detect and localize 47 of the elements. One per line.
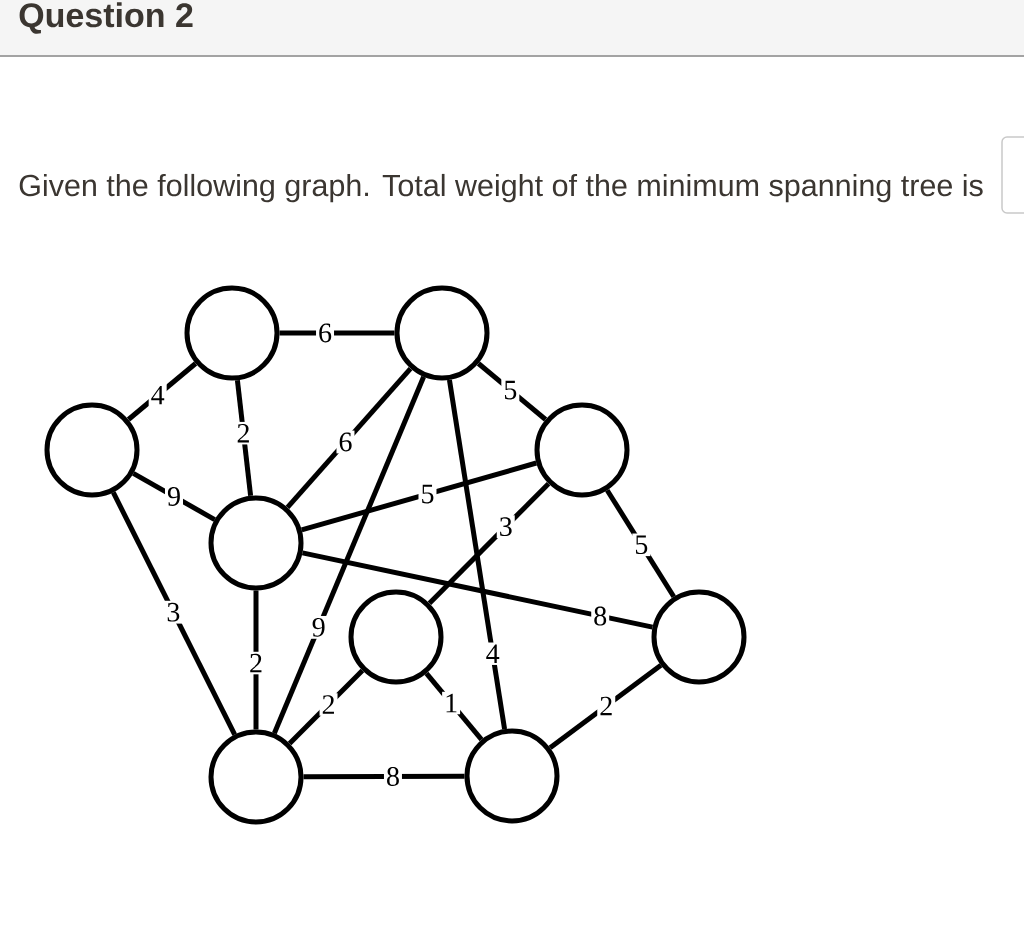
- edge-label: 3: [496, 515, 515, 539]
- edge-label: 2: [319, 693, 338, 716]
- edge-label: 6: [336, 430, 355, 454]
- edge-label: 2: [234, 421, 253, 445]
- edge-label: 8: [591, 604, 610, 628]
- edge-label: 9: [309, 615, 328, 639]
- edge-label: 2: [597, 694, 616, 718]
- edge-label: 5: [418, 482, 437, 506]
- edge-line: [253, 590, 259, 730]
- edge-label: 9: [165, 485, 183, 508]
- graph-node: [208, 729, 304, 825]
- edge-line: [301, 460, 537, 533]
- graph-node: [534, 402, 630, 498]
- graph-node: [184, 285, 280, 381]
- edge-line: [446, 379, 508, 730]
- edge-label: 2: [247, 651, 265, 675]
- edge-line: [476, 361, 548, 422]
- edge-line: [272, 375, 426, 735]
- edge-label: 5: [632, 533, 651, 557]
- edge-line: [287, 668, 365, 746]
- graph-node: [348, 589, 444, 685]
- edge-label: 5: [501, 378, 520, 402]
- edge-line: [126, 361, 198, 422]
- edge-line: [234, 379, 254, 497]
- graph-node: [208, 495, 304, 591]
- edge-label: 8: [383, 765, 402, 788]
- question-text: Given the following graph. Total weight of the minimum spanning tree is: [19, 173, 983, 203]
- edge-line: [285, 366, 413, 510]
- edge-line: [301, 550, 654, 630]
- graph-node: [651, 589, 747, 685]
- edge-line: [279, 330, 395, 336]
- edge-line: [605, 488, 676, 599]
- graph-node: [394, 285, 490, 381]
- graph-node: [464, 728, 560, 824]
- edge-line: [427, 481, 551, 606]
- edge-label: 4: [483, 642, 502, 665]
- edge-label: 4: [148, 383, 167, 407]
- edge-line: [111, 491, 237, 736]
- edge-line: [132, 471, 216, 522]
- edge-label: 1: [442, 691, 461, 715]
- edge-line: [303, 773, 465, 780]
- question-title: Question 2: [19, 2, 193, 34]
- edge-line: [548, 663, 663, 750]
- edge-line: [424, 671, 484, 742]
- graph-node: [44, 402, 140, 498]
- edge-label: 3: [164, 600, 183, 624]
- edge-label: 6: [316, 321, 335, 345]
